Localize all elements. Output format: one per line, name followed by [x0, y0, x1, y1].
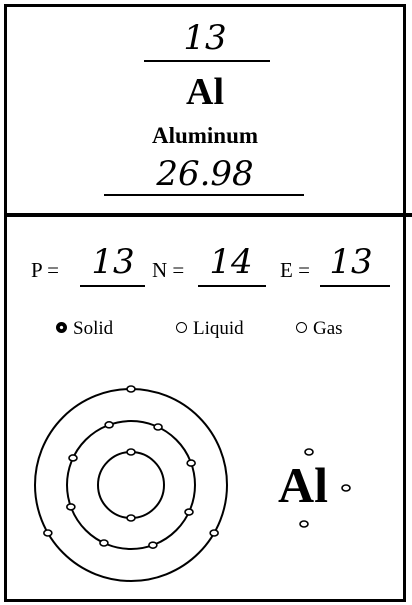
inner-shell-ring — [97, 451, 165, 519]
state-option-solid[interactable]: Solid — [56, 318, 113, 340]
neutrons-blank — [198, 285, 266, 287]
bohr-electron — [209, 529, 219, 537]
bohr-electron — [126, 385, 136, 393]
atomic-mass-blank — [104, 194, 304, 196]
lewis-dot-electrons — [299, 448, 351, 528]
card-border — [4, 4, 406, 602]
electrons-value: 13 — [329, 242, 373, 282]
bohr-electron — [68, 454, 78, 462]
element-name: Aluminum — [151, 123, 259, 148]
atomic-mass-value: 26.98 — [156, 154, 254, 194]
neutrons-value: 14 — [209, 242, 253, 282]
gas-radio-icon[interactable] — [296, 322, 307, 333]
electrons-blank — [320, 285, 390, 287]
bohr-electron — [186, 459, 196, 467]
atomic-number-blank — [144, 60, 270, 62]
lewis-dot-electron — [304, 448, 314, 456]
element-symbol: Al — [186, 71, 224, 113]
bohr-electron — [43, 529, 53, 537]
state-option-gas[interactable]: Gas — [296, 318, 343, 340]
lewis-dot-symbol: Al — [278, 457, 328, 513]
electron-layer — [43, 385, 219, 549]
neutrons-label: N = — [152, 258, 185, 282]
section-divider — [4, 213, 412, 217]
protons-label: P = — [31, 258, 59, 282]
outer-shell-ring — [34, 388, 228, 582]
bohr-electron — [148, 541, 158, 549]
bohr-electron — [126, 448, 136, 456]
bohr-electron — [66, 503, 76, 511]
state-option-liquid[interactable]: Liquid — [176, 318, 244, 340]
state-option-label: Solid — [73, 318, 114, 339]
bohr-electron — [153, 423, 163, 431]
bohr-electron — [104, 421, 114, 429]
bohr-electron — [184, 508, 194, 516]
liquid-radio-icon[interactable] — [176, 322, 187, 333]
protons-blank — [80, 285, 145, 287]
lewis-dot-electron — [341, 484, 351, 492]
middle-shell-ring — [66, 420, 196, 550]
electrons-label: E = — [280, 258, 310, 282]
lewis-dot-electron — [299, 520, 309, 528]
protons-value: 13 — [91, 242, 135, 282]
bohr-electron — [126, 514, 136, 522]
state-option-label: Gas — [313, 318, 343, 339]
solid-radio-icon[interactable] — [56, 322, 67, 333]
atomic-number-value: 13 — [183, 18, 227, 58]
bohr-electron — [99, 539, 109, 547]
state-option-label: Liquid — [193, 318, 244, 339]
